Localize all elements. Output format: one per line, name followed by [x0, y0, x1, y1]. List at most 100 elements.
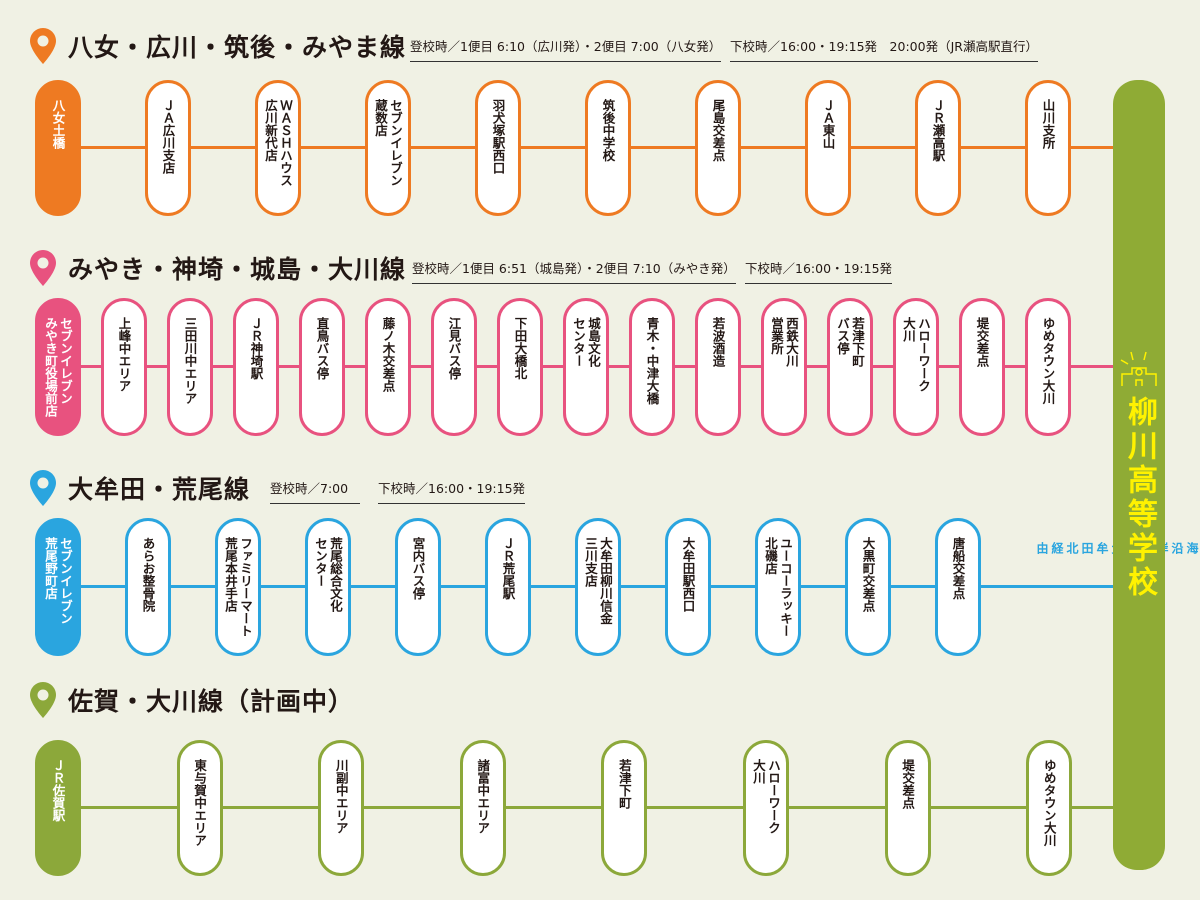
bus-stop[interactable]: 諸富中エリア [459, 740, 506, 876]
bus-stop[interactable]: 筑後中学校 [585, 80, 631, 216]
stop-name: 大牟田柳川信金 三川支店 [583, 537, 613, 625]
start-stop[interactable]: 八女土橋 [35, 80, 81, 216]
bus-stop[interactable]: ＪＲ荒尾駅 [485, 518, 531, 656]
stop-name: 荒尾総合文化 センター [313, 537, 343, 612]
stop-name: 若津下町 バス停 [835, 317, 865, 367]
start-stop[interactable]: ＪＲ佐賀駅 [35, 740, 81, 876]
bus-stop[interactable]: ハローワーク 大川 [743, 740, 789, 876]
school-building-icon [1120, 351, 1157, 386]
stop-name: ＪＲ佐賀駅 [50, 759, 66, 822]
bus-stop[interactable]: 堤交差点 [959, 298, 1005, 436]
bus-stop[interactable]: 若波酒造 [695, 298, 741, 436]
stop-name: 堤交差点 [900, 759, 916, 809]
bus-stop[interactable]: ファミリーマート 荒尾本井手店 [215, 518, 261, 656]
route-line [60, 805, 1120, 809]
bus-stop[interactable]: ハローワーク 大川 [893, 298, 939, 436]
stop-name: 尾島交差点 [710, 99, 726, 162]
stop-name: 山川支所 [1040, 99, 1056, 149]
bus-stop[interactable]: あらお整骨院 [125, 518, 171, 656]
bus-stop[interactable]: ＪＡ広川支店 [145, 80, 191, 216]
bus-stop[interactable]: 若津下町 [601, 740, 648, 876]
stop-name: 堤交差点 [974, 317, 990, 367]
stop-name: セブンイレブン 蔵数店 [373, 99, 403, 187]
stop-name: あらお整骨院 [140, 537, 156, 612]
bus-stop[interactable]: ＪＲ瀬高駅 [915, 80, 961, 216]
bus-stop[interactable]: ゆめタウン大川 [1026, 740, 1073, 876]
stop-name: 宮内バス停 [410, 537, 426, 600]
stop-name: 若波酒造 [710, 317, 726, 367]
stop-name: 羽犬塚駅西口 [490, 99, 506, 174]
route-title: 大牟田・荒尾線 [68, 475, 251, 504]
bus-stop[interactable]: 唐船交差点 [935, 518, 981, 656]
morning-schedule: 登校時／1便目 6:10（広川発）・2便目 7:00（八女発） [410, 36, 722, 62]
bus-stop[interactable]: 西鉄大川 営業所 [761, 298, 807, 436]
bus-stop[interactable]: 上峰中エリア [101, 298, 147, 436]
map-pin-icon [30, 28, 56, 64]
bus-stop[interactable]: ユーコーラッキー 北磯店 [755, 518, 801, 656]
bus-stop[interactable]: 直鳥バス停 [299, 298, 345, 436]
stop-name: 諸富中エリア [475, 759, 491, 834]
stop-name: 大牟田駅西口 [680, 537, 696, 612]
morning-schedule: 登校時／7:00 [270, 478, 360, 504]
school-name: 柳川高等学校 [1122, 396, 1157, 600]
stop-name: 大黒町交差点 [860, 537, 876, 612]
bus-stop[interactable]: 堤交差点 [884, 740, 931, 876]
stop-name: ゆめタウン大川 [1041, 759, 1057, 847]
stop-name: 若津下町 [616, 759, 632, 809]
map-pin-icon [30, 250, 56, 286]
bus-stop[interactable]: 大黒町交差点 [845, 518, 891, 656]
bus-stop[interactable]: 山川支所 [1025, 80, 1071, 216]
bus-stop[interactable]: セブンイレブン 蔵数店 [365, 80, 411, 216]
bus-stop[interactable]: 荒尾総合文化 センター [305, 518, 351, 656]
stop-name: 西鉄大川 営業所 [769, 317, 799, 367]
map-pin-icon [30, 470, 56, 506]
stop-name: ＪＲ瀬高駅 [930, 99, 946, 162]
stop-name: ＪＲ荒尾駅 [500, 537, 516, 600]
stop-name: 川副中エリア [333, 759, 349, 834]
map-pin-icon [30, 682, 56, 718]
bus-stop[interactable]: 下田大橋北 [497, 298, 543, 436]
stop-name: セブンイレブン 荒尾野町店 [43, 537, 73, 625]
bus-stop[interactable]: 三田川中エリア [167, 298, 213, 436]
bus-stop[interactable]: ゆめタウン大川 [1025, 298, 1071, 436]
bus-stop[interactable]: ＪＲ神埼駅 [233, 298, 279, 436]
stop-name: 城島文化 センター [571, 317, 601, 367]
bus-stop[interactable]: 羽犬塚駅西口 [475, 80, 521, 216]
stop-name: ユーコーラッキー 北磯店 [763, 537, 793, 637]
stop-name: ゆめタウン大川 [1040, 317, 1056, 405]
stop-name: 唐船交差点 [950, 537, 966, 600]
bus-stop[interactable]: ＷＡＳＨハウス 広川新代店 [255, 80, 301, 216]
bus-stop[interactable]: 尾島交差点 [695, 80, 741, 216]
stop-name: 下田大橋北 [512, 317, 528, 380]
stop-name: ＪＡ東山 [820, 99, 836, 149]
stop-name: ハローワーク 大川 [751, 759, 781, 834]
school-bar: 柳川高等学校 [1113, 80, 1165, 870]
start-stop[interactable]: セブンイレブン みやき町役場前店 [35, 298, 81, 436]
stop-name: 三田川中エリア [182, 317, 198, 405]
bus-stop[interactable]: 東与賀中エリア [176, 740, 223, 876]
bus-stop[interactable]: 川副中エリア [318, 740, 365, 876]
route-title: みやき・神埼・城島・大川線 [68, 255, 407, 284]
bus-stop[interactable]: ＪＡ東山 [805, 80, 851, 216]
stop-name: ファミリーマート 荒尾本井手店 [223, 537, 253, 637]
start-stop[interactable]: セブンイレブン 荒尾野町店 [35, 518, 81, 656]
stop-name: 江見バス停 [446, 317, 462, 380]
route-title: 八女・広川・筑後・みやま線 [68, 33, 407, 62]
stop-name: ＪＡ広川支店 [160, 99, 176, 174]
bus-stop[interactable]: 宮内バス停 [395, 518, 441, 656]
bus-stop[interactable]: 江見バス停 [431, 298, 477, 436]
bus-stop[interactable]: 大牟田駅西口 [665, 518, 711, 656]
bus-stop[interactable]: 青木・中津大橋 [629, 298, 675, 436]
bus-stop[interactable]: 大牟田柳川信金 三川支店 [575, 518, 621, 656]
afternoon-schedule: 下校時／16:00・19:15発 20:00発（JR瀬高駅直行） [730, 36, 1038, 62]
stop-name: 八女土橋 [50, 99, 66, 149]
bus-stop[interactable]: 城島文化 センター [563, 298, 609, 436]
bus-stop[interactable]: 藤ノ木交差点 [365, 298, 411, 436]
stop-name: 筑後中学校 [600, 99, 616, 162]
stop-name: ＷＡＳＨハウス 広川新代店 [263, 99, 293, 187]
bus-stop[interactable]: 若津下町 バス停 [827, 298, 873, 436]
stop-name: 青木・中津大橋 [644, 317, 660, 405]
stop-name: 藤ノ木交差点 [380, 317, 396, 392]
afternoon-schedule: 下校時／16:00・19:15発 [378, 478, 526, 504]
stop-name: ＪＲ神埼駅 [248, 317, 264, 380]
